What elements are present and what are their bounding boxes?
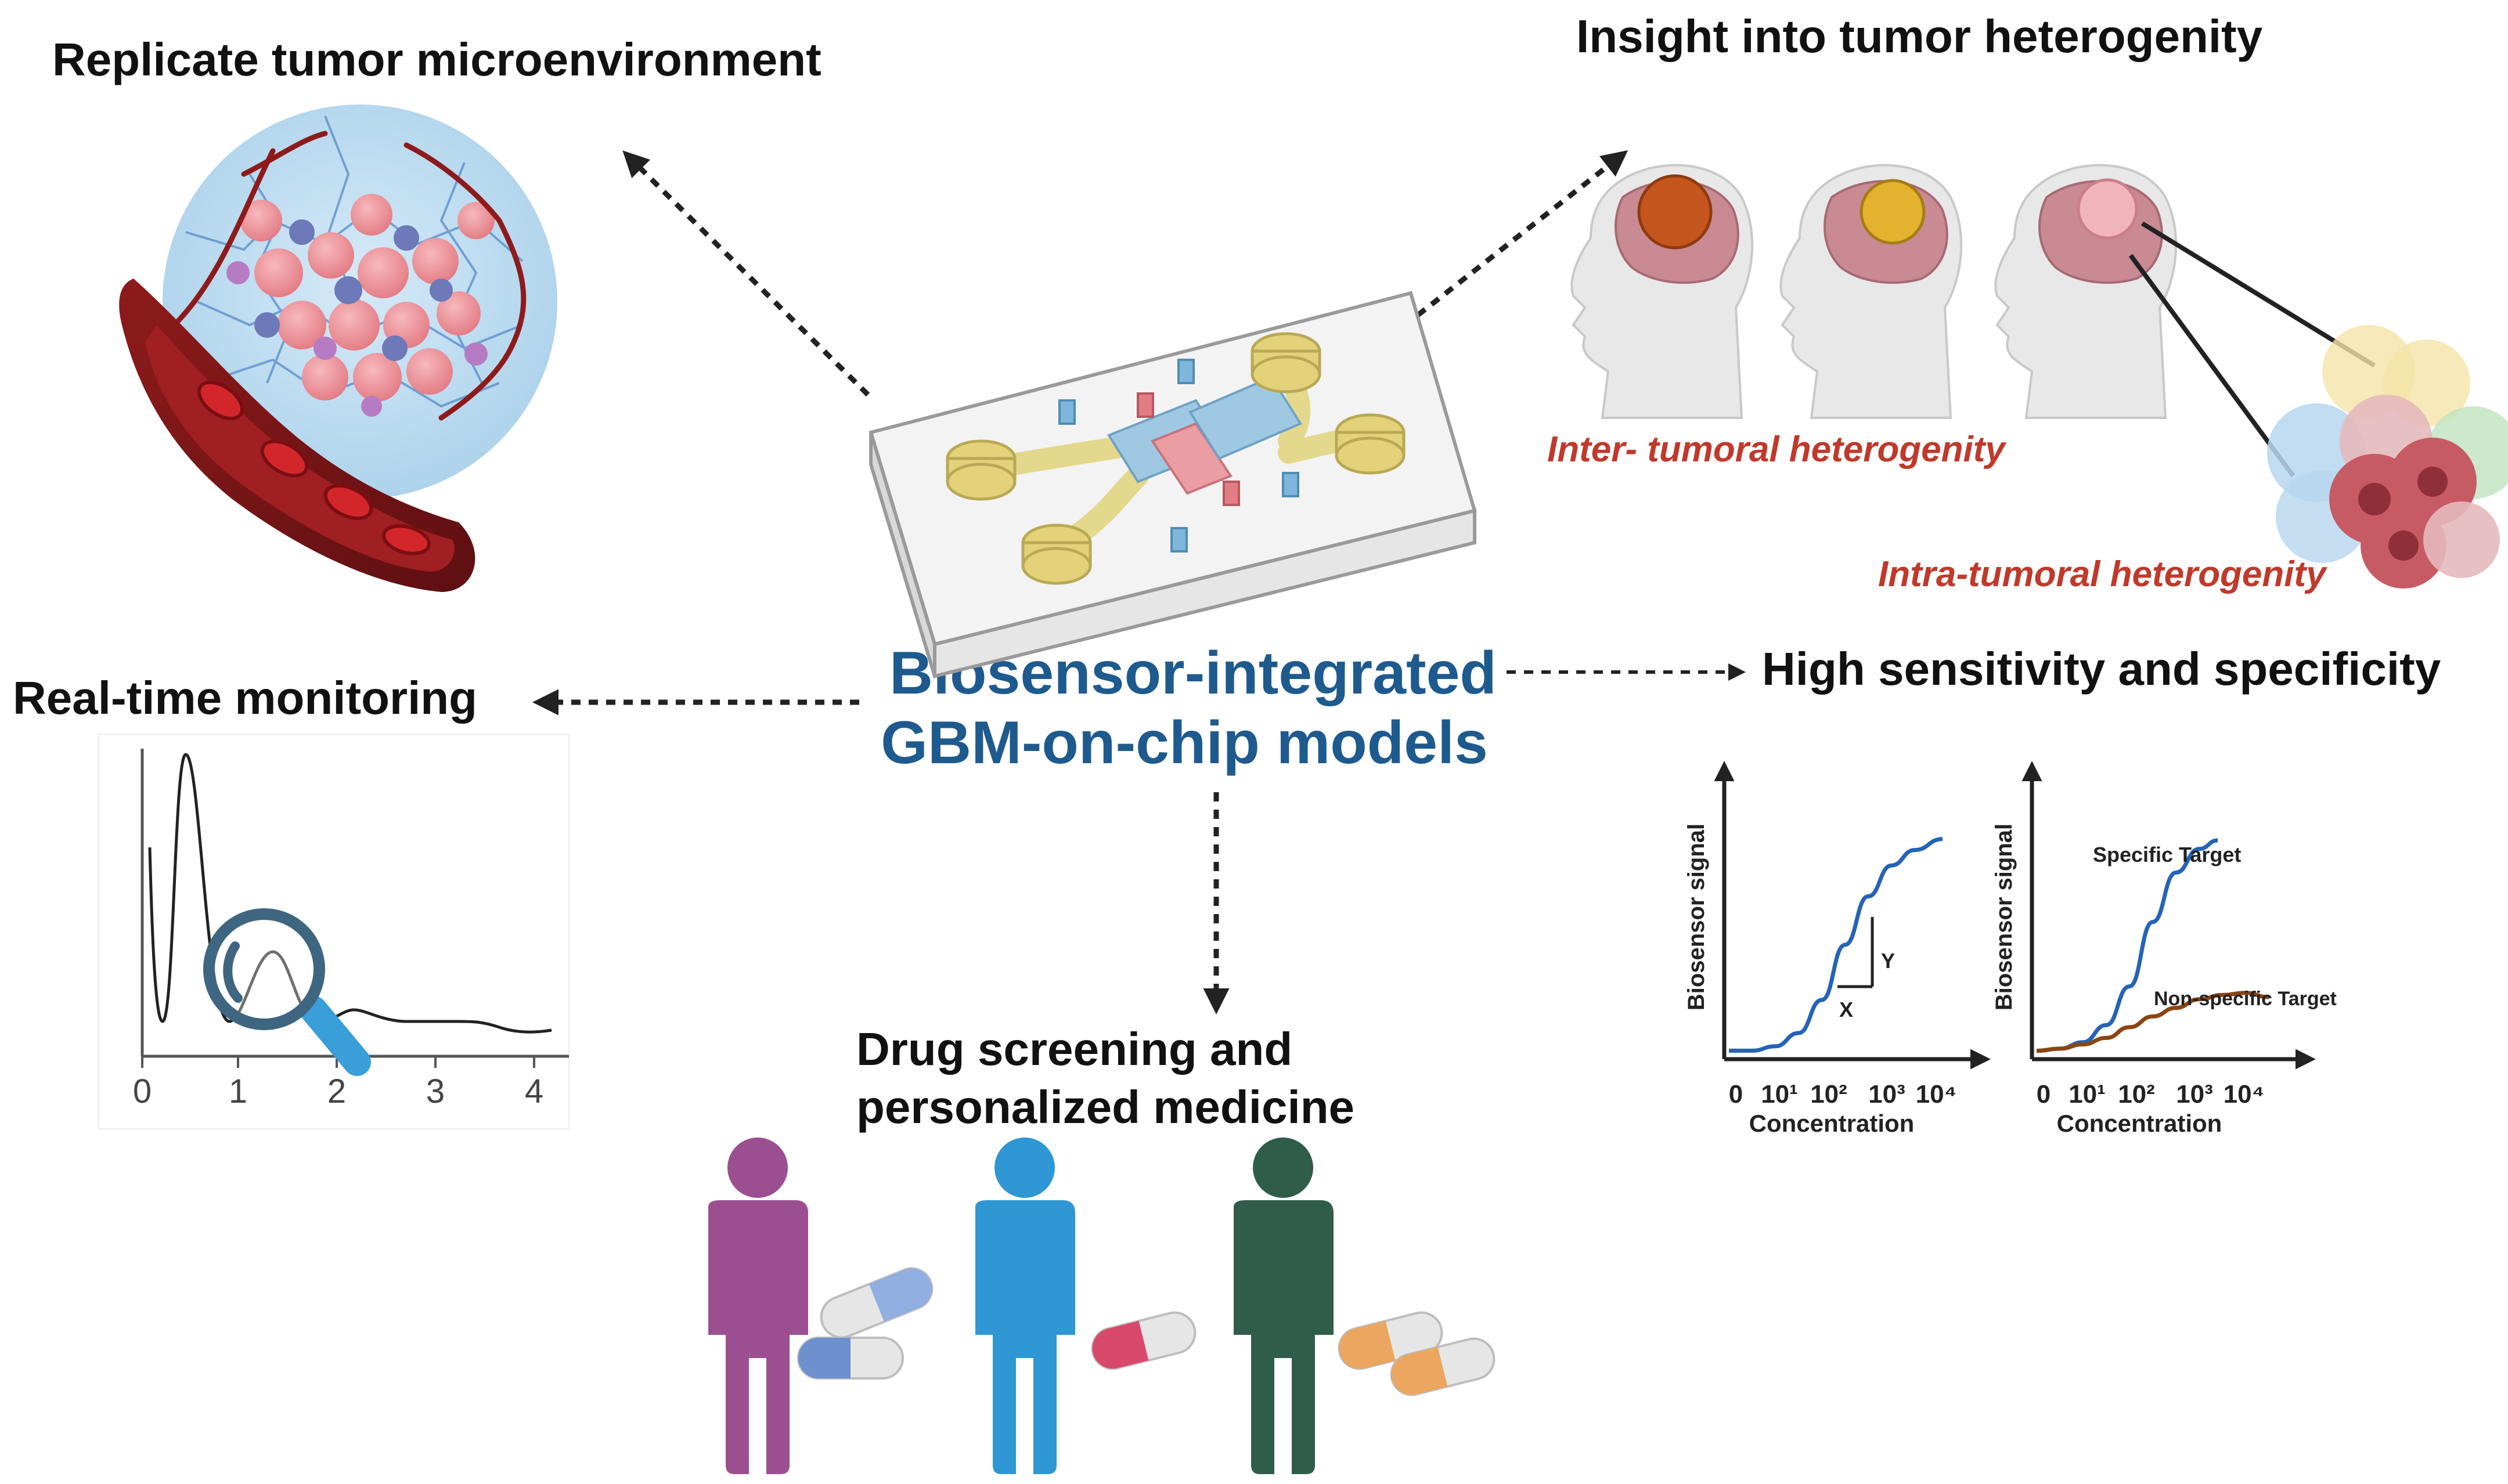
capsule-icon	[797, 1337, 904, 1380]
magnifier-icon	[203, 908, 371, 1076]
chart1-annotation-x: X	[1839, 998, 1853, 1021]
sensitivity-chart-1: Biosensor signal Concentration 0 10¹ 10²…	[1684, 761, 1991, 1137]
arrow-to-microenvironment	[622, 150, 870, 397]
monitoring-plot: 0 1 2 3 4	[98, 733, 570, 1130]
capsule-icon	[1091, 1311, 1197, 1370]
brain-head-icon	[1994, 164, 2178, 419]
chart2-xlabel: Concentration	[2057, 1110, 2222, 1137]
microenvironment-title: Replicate tumor microenvironment	[52, 34, 821, 85]
inter-tumoral-label: Inter- tumoral heterogenity	[1547, 429, 2007, 470]
brain-head-icon	[1779, 164, 1963, 419]
chart2-specific-label: Specific Target	[2093, 843, 2241, 866]
chart1-tick-4: 10⁴	[1916, 1080, 1957, 1109]
drug-title-line2: personalized medicine	[856, 1081, 1354, 1133]
capsule-icon	[1390, 1337, 1496, 1396]
center-title-line2: GBM-on-chip models	[881, 709, 1488, 777]
monitoring-signal-line	[148, 753, 552, 1034]
monitoring-tick-3: 3	[426, 1073, 445, 1110]
chart2-ylabel: Biosensor signal	[1991, 824, 2017, 1010]
tumor-cluster-icon	[2267, 325, 2508, 588]
intra-tumoral-label: Intra-tumoral heterogenity	[1878, 554, 2328, 594]
chart1-series-line	[1729, 837, 1943, 1053]
heterogeneity-title: Insight into tumor heterogenity	[1576, 10, 2263, 62]
chart2-nonspecific-line	[2036, 991, 2269, 1053]
tumor-microenvironment-illustration	[119, 104, 557, 592]
chart1-xlabel: Concentration	[1749, 1110, 1915, 1137]
chart1-tick-0: 0	[1729, 1080, 1743, 1109]
microfluidic-chip-icon	[869, 291, 1477, 678]
chart1-annotation-y: Y	[1881, 949, 1895, 973]
person-icon	[975, 1138, 1075, 1474]
chart1-ylabel: Biosensor signal	[1684, 824, 1709, 1010]
chart2-nonspecific-label: Non-specific Target	[2154, 988, 2337, 1010]
capsule-icon	[820, 1267, 934, 1339]
monitoring-tick-2: 2	[327, 1073, 346, 1110]
chart2-tick-1: 10¹	[2069, 1080, 2106, 1109]
arrow-to-heterogeneity	[1389, 150, 1628, 339]
drug-title-line1: Drug screening and	[856, 1023, 1292, 1075]
brain-head-icon	[1570, 164, 1754, 419]
chart1-tick-2: 10²	[1810, 1080, 1847, 1109]
chart2-specific-line	[2036, 838, 2218, 1053]
connector-arrows	[532, 150, 1746, 1014]
person-icon	[708, 1138, 808, 1474]
chart1-tick-3: 10³	[1868, 1080, 1905, 1109]
monitoring-tick-1: 1	[229, 1073, 247, 1110]
monitoring-tick-0: 0	[133, 1073, 152, 1110]
sensitivity-chart-2: Biosensor signal Concentration 0 10¹ 10²…	[1991, 761, 2337, 1137]
sensitivity-title: High sensitivity and specificity	[1762, 643, 2441, 695]
chart2-tick-4: 10⁴	[2224, 1080, 2265, 1109]
chart2-tick-3: 10³	[2176, 1080, 2213, 1109]
monitoring-title: Real-time monitoring	[13, 672, 477, 724]
monitoring-tick-4: 4	[525, 1073, 543, 1110]
chart1-slope-marker	[1837, 917, 1874, 988]
chart2-tick-2: 10²	[2118, 1080, 2155, 1109]
person-icon	[1234, 1138, 1334, 1474]
chart2-tick-0: 0	[2037, 1080, 2051, 1109]
chart1-tick-1: 10¹	[1761, 1080, 1798, 1109]
